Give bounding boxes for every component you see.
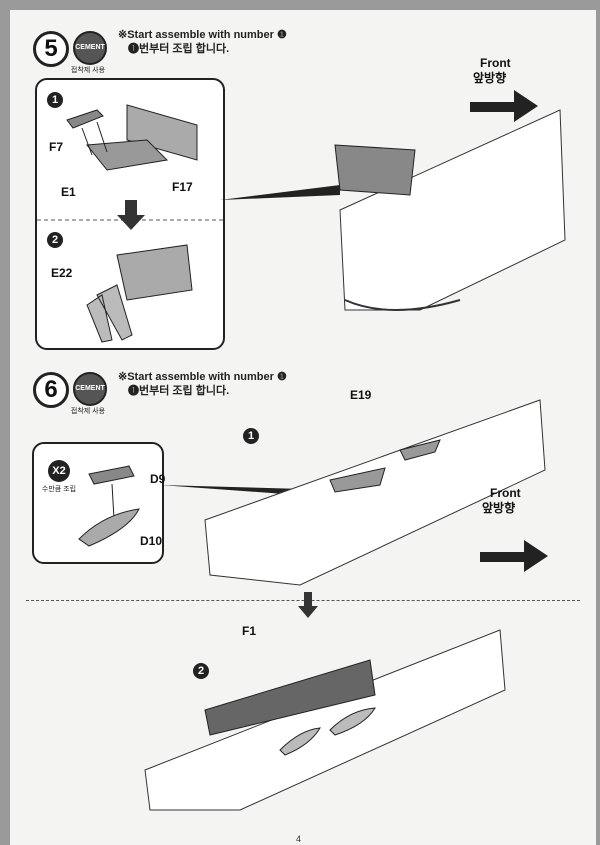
- part-label-e1: E1: [61, 185, 76, 199]
- front-arrow-icon: [470, 90, 538, 122]
- step-5-detail-box: 1 F7 E1 F17 2 E22: [35, 78, 225, 350]
- cement-caption: 접착제 사용: [70, 408, 106, 415]
- part-label-e22: E22: [51, 266, 73, 280]
- substep-1-marker: 1: [47, 92, 63, 108]
- step-5-ship-drawing: [220, 109, 566, 311]
- multiplier-caption: 수만큼 조립: [41, 486, 77, 493]
- step-5-part-drawing: [37, 104, 223, 343]
- front-label-ko: 앞방향: [473, 71, 507, 85]
- step-6-note-ko: ❶번부터 조립 합니다.: [128, 385, 230, 397]
- part-label-d9: D9: [150, 472, 166, 486]
- part-label-e19: E19: [350, 388, 372, 402]
- front-label-en: Front: [480, 56, 511, 70]
- substep-1-marker: 1: [243, 428, 259, 444]
- part-label-f7: F7: [49, 140, 64, 154]
- substep-2-marker: 2: [193, 663, 209, 679]
- step-5-note-en: ※Start assemble with number ❶: [118, 29, 287, 41]
- front-label-en: Front: [490, 486, 521, 500]
- substep-divider: [26, 600, 580, 601]
- step-5-note-ko: ❶번부터 조립 합니다.: [128, 43, 230, 55]
- front-arrow-icon: [480, 540, 548, 572]
- substep-2-marker: 2: [47, 232, 63, 248]
- front-label-ko: 앞방향: [482, 501, 516, 515]
- part-label-f17: F17: [172, 180, 193, 194]
- multiplier-badge: X2: [48, 460, 70, 482]
- step-6-note-en: ※Start assemble with number ❶: [118, 371, 287, 383]
- step-6-ship-drawing-2: [144, 629, 506, 811]
- step-6-number: 6: [33, 372, 69, 408]
- part-label-f1: F1: [242, 624, 257, 638]
- step-6-detail-box: X2 수만큼 조립 D9 D10: [32, 442, 166, 564]
- down-arrow-icon: [298, 592, 318, 618]
- step-6-ship-drawing: [160, 399, 546, 586]
- lifeboat-drawing: [78, 465, 140, 547]
- page-number: 4: [296, 834, 302, 844]
- part-label-d10: D10: [140, 534, 163, 548]
- instruction-page: 5 CEMENT 접착제 사용 ※Start assemble with num…: [10, 10, 596, 845]
- cement-icon: CEMENT: [73, 372, 107, 406]
- cement-caption: 접착제 사용: [70, 67, 106, 74]
- step-5-number: 5: [33, 31, 69, 67]
- cement-icon: CEMENT: [73, 31, 107, 65]
